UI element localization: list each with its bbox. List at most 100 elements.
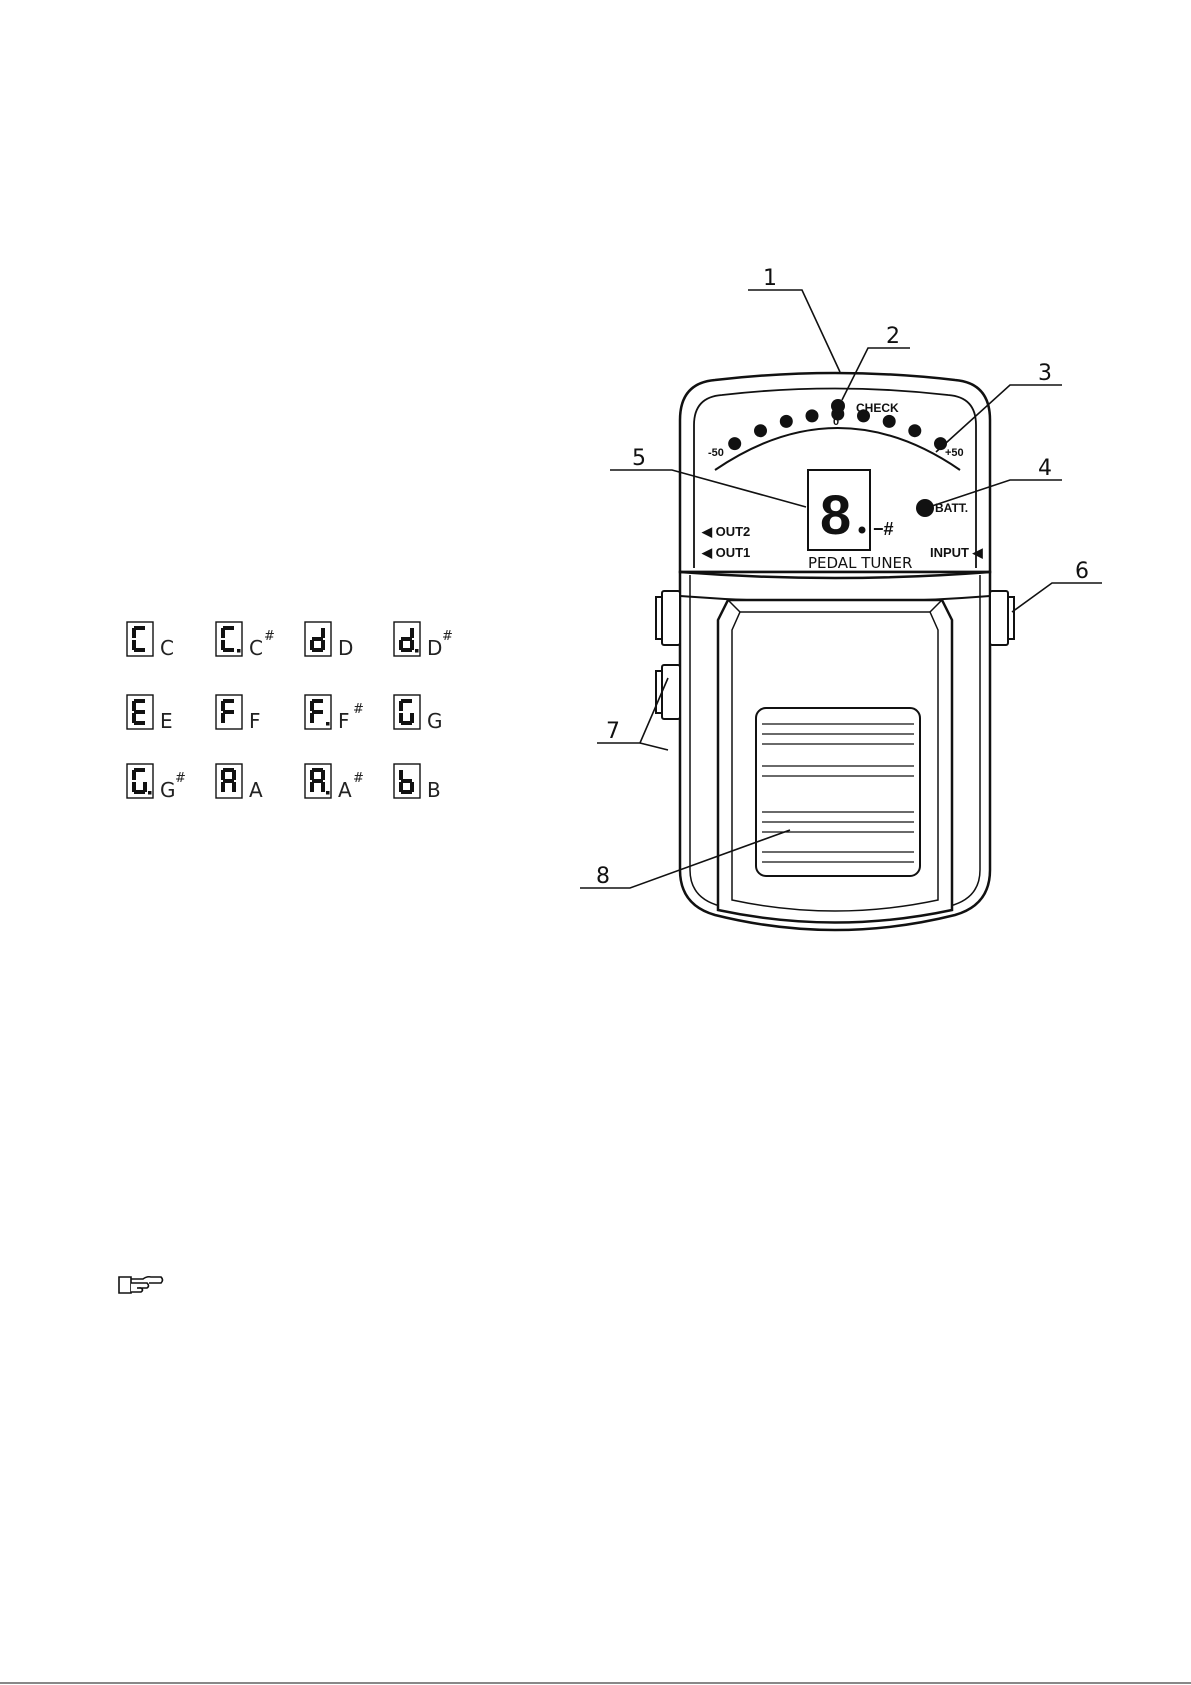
display-digit: 8: [820, 483, 851, 546]
note-chart-item: G: [394, 695, 443, 733]
display-segment: [310, 640, 314, 650]
display-segment: [312, 637, 323, 641]
display-segment: [223, 779, 234, 783]
sharp-label: #: [264, 629, 275, 644]
display-segment: [221, 701, 225, 711]
note-chart-item: A#: [305, 764, 364, 802]
display-segment: [221, 628, 225, 638]
callout-2: 2: [886, 324, 900, 349]
note-chart-item: B: [394, 764, 441, 802]
display-segment: [410, 713, 414, 723]
callout-3: 3: [1038, 361, 1052, 386]
callout-6: 6: [1075, 559, 1089, 584]
note-label: A: [338, 778, 352, 802]
note-chart-item: F#: [305, 695, 364, 733]
note-chart-item: F: [216, 695, 261, 733]
meter-led: [806, 409, 819, 422]
meter-zero-label: 0: [833, 416, 839, 428]
callout-4: 4: [1038, 456, 1052, 481]
display-dot: [326, 722, 330, 726]
note-chart-item: G#: [127, 764, 186, 802]
callout-5: 5: [632, 446, 646, 471]
display-segment: [143, 782, 147, 792]
out2-label: ◀ OUT2: [701, 524, 750, 539]
display-segment: [312, 779, 323, 783]
meter-plus50-label: +50: [945, 447, 964, 459]
display-segment: [321, 782, 325, 792]
note-label: E: [160, 709, 173, 733]
display-segment: [410, 628, 414, 638]
note-label: A: [249, 778, 263, 802]
out1-label: ◀ OUT1: [701, 545, 750, 560]
display-dot: [326, 791, 330, 795]
display-segment: [399, 640, 403, 650]
note-chart-item: D: [305, 622, 353, 660]
display-segment: [310, 782, 314, 792]
display-sharp-indicator: −#: [873, 519, 894, 539]
display-segment: [221, 770, 225, 780]
note-label: B: [427, 778, 441, 802]
display-segment: [134, 721, 145, 725]
callout-7: 7: [606, 719, 620, 744]
display-segment: [223, 648, 234, 652]
display-segment: [132, 701, 136, 711]
callout-8: 8: [596, 864, 610, 889]
note-label: D: [338, 636, 353, 660]
note-label: G: [160, 778, 176, 802]
sharp-label: #: [353, 771, 364, 786]
meter-led: [780, 415, 793, 428]
meter-led: [883, 415, 896, 428]
display-segment: [410, 782, 414, 792]
display-segment: [221, 713, 225, 723]
display-segment: [321, 628, 325, 638]
display-segment: [401, 637, 412, 641]
note-chart-item: C: [127, 622, 174, 660]
note-label: D: [427, 636, 442, 660]
meter-led: [728, 437, 741, 450]
meter-minus50-label: -50: [708, 447, 724, 459]
note-label: F: [338, 709, 350, 733]
display-segment: [321, 770, 325, 780]
jack-input: [990, 591, 1014, 645]
pointing-hand-icon: [119, 1277, 163, 1293]
meter-led: [908, 424, 921, 437]
note-label: F: [249, 709, 261, 733]
sharp-label: #: [353, 702, 364, 717]
display-segment: [310, 713, 314, 723]
note-label: C: [249, 636, 263, 660]
pedal-body: [680, 373, 990, 930]
note-chart-item: C#: [216, 622, 275, 660]
display-segment: [399, 770, 403, 780]
note-label: G: [427, 709, 443, 733]
display-dot: [415, 649, 419, 653]
callout-1: 1: [763, 266, 777, 291]
display-segment: [310, 770, 314, 780]
note-label: C: [160, 636, 174, 660]
display-dot: [859, 527, 866, 534]
check-led: [831, 399, 845, 413]
display-dot: [237, 649, 241, 653]
display-segment: [134, 648, 145, 652]
display-segment: [310, 701, 314, 711]
battery-led: [916, 499, 934, 517]
note-chart-item: D#: [394, 622, 453, 660]
display-segment: [399, 701, 403, 711]
display-segment: [232, 770, 236, 780]
jack-output-2: [656, 665, 680, 719]
note-chart-item: E: [127, 695, 173, 733]
meter-led: [754, 424, 767, 437]
sharp-label: #: [442, 629, 453, 644]
display-dot: [148, 791, 152, 795]
display-segment: [132, 770, 136, 780]
check-label: CHECK: [856, 401, 899, 415]
sharp-label: #: [175, 771, 186, 786]
display-segment: [232, 782, 236, 792]
display-segment: [132, 628, 136, 638]
note-chart-item: A: [216, 764, 263, 802]
brand-label: PEDAL TUNER: [808, 554, 912, 572]
display-segment: [221, 782, 225, 792]
jack-output-1: [656, 591, 680, 645]
input-label: INPUT ◀: [930, 545, 984, 560]
